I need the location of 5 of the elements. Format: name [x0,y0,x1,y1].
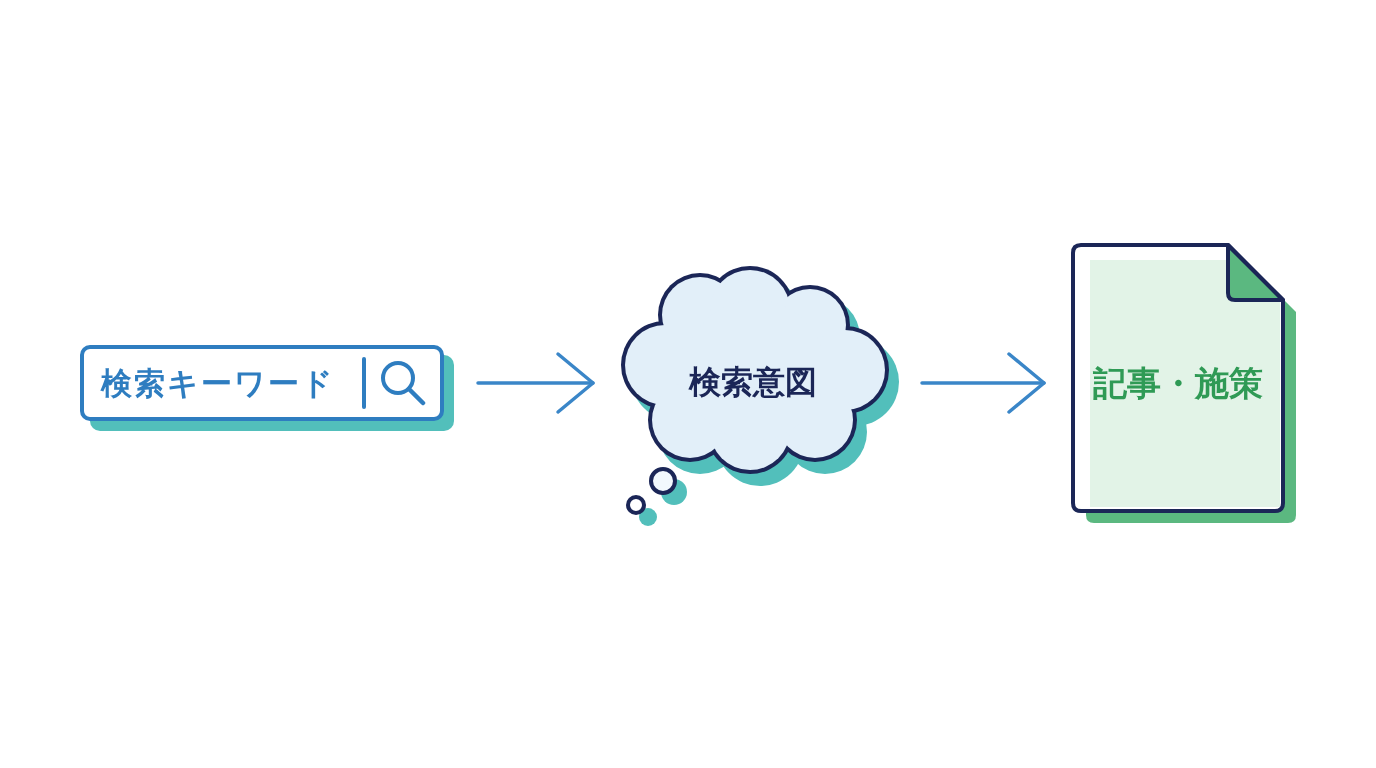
arrow [920,352,1046,414]
arrow [476,352,595,414]
node-label: 検索意図 [689,362,817,402]
node-label: 記事・施策 [1093,361,1263,405]
node-label: 検索キーワード [101,367,335,399]
